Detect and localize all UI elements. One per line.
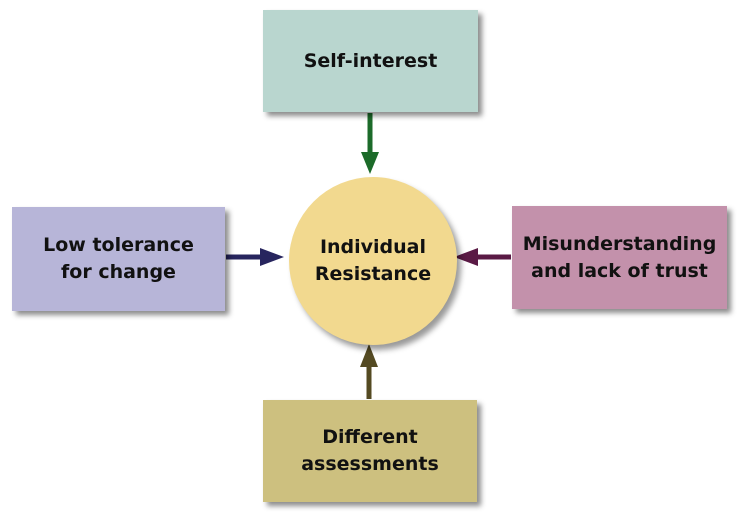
- center-label-line1: Individual: [319, 236, 427, 258]
- arrow-top-to-center: [361, 113, 379, 174]
- center-label-line2: Resistance: [314, 263, 432, 285]
- different-assessments-label-line2: assessments: [301, 453, 439, 475]
- self-interest-label: Self-interest: [303, 49, 438, 72]
- low-tolerance-label-line1: Low tolerance: [43, 234, 194, 256]
- arrow-left-to-center: [226, 248, 284, 266]
- misunderstanding-label-line1: Misunderstanding: [522, 232, 717, 255]
- different-assessments-label-line1: Different: [322, 426, 418, 448]
- arrow-bottom-to-center: [360, 344, 378, 399]
- low-tolerance-box: Low tolerance for change: [12, 207, 225, 311]
- self-interest-box: Self-interest: [263, 10, 478, 112]
- misunderstanding-box: Misunderstanding and lack of trust: [512, 206, 727, 309]
- individual-resistance-circle: Individual Resistance: [289, 177, 457, 345]
- low-tolerance-label-line2: for change: [61, 261, 176, 283]
- different-assessments-box: Different assessments: [263, 400, 477, 502]
- misunderstanding-label-line2: and lack of trust: [531, 259, 708, 282]
- arrow-right-to-center: [454, 248, 511, 266]
